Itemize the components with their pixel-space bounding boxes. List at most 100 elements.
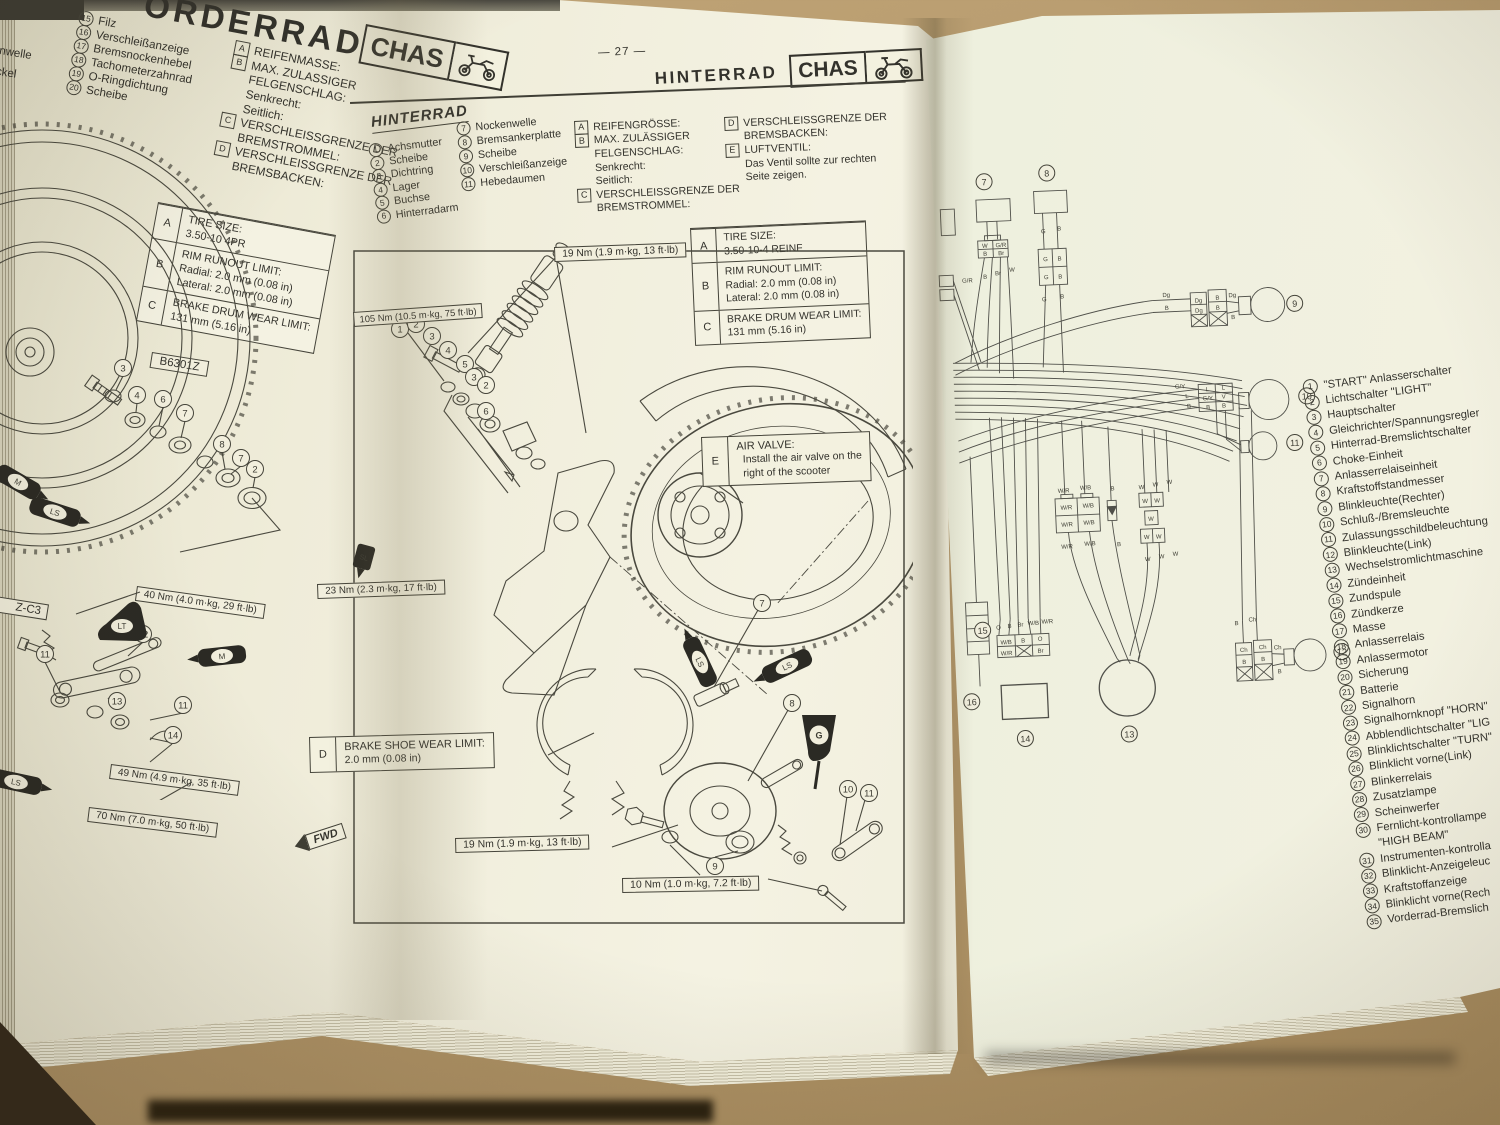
svg-text:O: O (996, 625, 1001, 631)
part-number-circle: 9 (458, 148, 474, 164)
grease-icon-ls1: LS (683, 628, 717, 688)
svg-text:12: 12 (1337, 647, 1347, 657)
svg-text:1: 1 (397, 325, 402, 336)
legend-item-number: 28 (1351, 791, 1368, 808)
svg-text:Dg: Dg (1162, 293, 1170, 299)
svg-text:M: M (13, 477, 24, 488)
note-key: E (702, 437, 730, 486)
svg-text:B: B (1060, 294, 1064, 300)
book-top-corner-shadow (0, 0, 84, 20)
note-text: Senkrecht: (594, 159, 646, 174)
svg-text:7: 7 (759, 599, 764, 610)
svg-text:W: W (1144, 535, 1150, 541)
legend-item-number: 23 (1342, 714, 1359, 732)
svg-text:8: 8 (1044, 168, 1049, 178)
svg-text:LS: LS (10, 777, 21, 788)
center-parts-col2: 7 Nockenwelle 8 Bremsankerplatte 9 Schei… (456, 113, 569, 192)
svg-text:B: B (1206, 405, 1210, 411)
air-valve-text: AIR VALVE: Install the air valve on the … (736, 438, 863, 480)
svg-text:G/R: G/R (962, 278, 974, 284)
legend-item-number: 35 (1365, 913, 1383, 930)
svg-text:Ch: Ch (1274, 645, 1282, 651)
torque-70nm-box: 70 Nm (7.0 m·kg, 50 ft·lb) (87, 807, 218, 838)
svg-text:13: 13 (112, 697, 123, 708)
svg-text:W/B: W/B (1000, 640, 1012, 646)
svg-text:14: 14 (168, 731, 179, 742)
svg-text:W/R: W/R (1058, 488, 1071, 495)
svg-text:B: B (1222, 403, 1226, 409)
grease-icon-g: G (802, 715, 836, 790)
air-valve-note-box: E AIR VALVE: Install the air valve on th… (701, 431, 872, 487)
svg-text:W: W (1145, 557, 1151, 563)
legend-item-number: 9 (1316, 500, 1334, 518)
wiring-diagram: W G/R B Br G/R B Br W G B G B G B G B Dg… (938, 164, 1351, 747)
svg-text:W: W (1159, 554, 1165, 560)
svg-text:W/R: W/R (1060, 505, 1073, 512)
svg-text:6: 6 (483, 407, 488, 418)
legend-item-number: 32 (1360, 867, 1378, 885)
fwd-direction-icon: FWD (292, 822, 347, 856)
svg-text:LT: LT (118, 622, 127, 631)
svg-text:11: 11 (40, 650, 50, 661)
note-key-box: C (576, 188, 592, 203)
svg-text:L: L (1185, 394, 1189, 400)
svg-text:B: B (1058, 274, 1062, 280)
legend-item-number: 13 (1323, 561, 1341, 579)
svg-text:B: B (1242, 660, 1246, 666)
legend-item-number: 33 (1362, 882, 1379, 900)
svg-text:Br: Br (995, 271, 1001, 277)
grease-icon-ls2: LS (753, 649, 813, 683)
svg-text:4: 4 (445, 346, 450, 357)
legend-item-number: 16 (1329, 607, 1347, 625)
svg-text:6: 6 (160, 395, 165, 406)
svg-text:W/R: W/R (1001, 651, 1014, 658)
svg-text:L: L (1206, 387, 1210, 393)
center-notes-b: D VERSCHLEISSGRENZE DER BREMSBACKEN: E L… (723, 110, 889, 185)
svg-text:Br: Br (998, 251, 1004, 257)
note-key: D (310, 737, 337, 772)
center-parts-col1: 1 Achsmutter 2 Scheibe 3 Dichtring 4 Lag… (367, 134, 459, 225)
legend-item-number: 12 (1322, 546, 1339, 564)
svg-text:B: B (1261, 657, 1265, 663)
brake-shoe-text: BRAKE SHOE WEAR LIMIT: 2.0 mm (0.08 in) (344, 737, 485, 767)
svg-text:7: 7 (981, 177, 986, 187)
svg-text:G/R: G/R (995, 243, 1007, 249)
grease-icon-m: M (0, 464, 49, 500)
svg-text:B: B (1234, 621, 1238, 627)
svg-text:G/Y: G/Y (1202, 396, 1213, 402)
svg-text:3: 3 (429, 332, 434, 343)
grease-icon-ls2: LS (0, 769, 53, 795)
svg-text:W: W (1173, 552, 1179, 558)
legend-item-number: 14 (1325, 577, 1343, 594)
svg-text:W: W (982, 244, 988, 250)
center-header: HINTERRAD CHAS (654, 47, 924, 95)
svg-text:15: 15 (977, 626, 987, 636)
svg-text:G: G (1043, 257, 1048, 263)
svg-text:2: 2 (252, 465, 257, 476)
svg-text:Dg: Dg (1195, 298, 1203, 304)
svg-text:W/R: W/R (1061, 522, 1074, 529)
svg-text:9: 9 (712, 862, 717, 873)
bottom-book-shadow (148, 1100, 713, 1122)
svg-text:Ch: Ch (1249, 617, 1257, 623)
svg-text:Br: Br (1017, 622, 1023, 628)
callout-circles-left-top: 3 4 6 7 8 7 2 (114, 359, 264, 478)
svg-text:B: B (1216, 306, 1220, 312)
svg-text:4: 4 (134, 391, 139, 402)
svg-text:L: L (1222, 385, 1226, 391)
callout-circles-left-bottom: 11 12 13 11 14 (36, 625, 192, 744)
svg-text:W/B: W/B (1083, 520, 1095, 526)
svg-text:9: 9 (1292, 299, 1297, 309)
svg-text:G: G (1042, 297, 1047, 303)
svg-text:7: 7 (182, 409, 187, 420)
legend-item-number: 4 (1307, 424, 1325, 441)
legend-item-number: 19 (1334, 653, 1352, 671)
scooter-icon (448, 41, 509, 92)
svg-text:3: 3 (471, 373, 476, 384)
svg-text:7: 7 (238, 454, 243, 465)
legend-item-number: 15 (1327, 592, 1345, 610)
svg-text:B: B (1021, 638, 1025, 644)
svg-text:W: W (1139, 485, 1145, 491)
part-number-circle: 8 (457, 134, 473, 150)
grease-icon-sl: SL (352, 543, 376, 579)
